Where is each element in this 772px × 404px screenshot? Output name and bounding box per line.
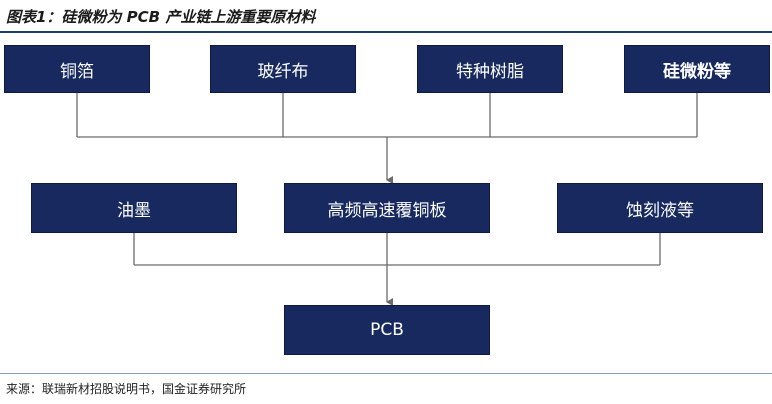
- node-high-frequency-ccl: 高频高速覆铜板: [284, 183, 490, 233]
- node-special-resin: 特种树脂: [417, 45, 563, 93]
- source-rule: [0, 373, 772, 374]
- node-silica-powder: 硅微粉等: [624, 45, 770, 93]
- source-note: 来源：联瑞新材招股说明书，国金证券研究所: [6, 382, 247, 396]
- node-glass-fabric: 玻纤布: [210, 45, 356, 93]
- node-copper-foil: 铜箔: [4, 45, 150, 93]
- title-rule: [0, 31, 772, 33]
- node-pcb: PCB: [284, 305, 490, 355]
- figure-title: 图表1：硅微粉为 PCB 产业链上游重要原材料: [6, 8, 316, 26]
- node-etchant: 蚀刻液等: [557, 183, 763, 233]
- node-ink: 油墨: [31, 183, 237, 233]
